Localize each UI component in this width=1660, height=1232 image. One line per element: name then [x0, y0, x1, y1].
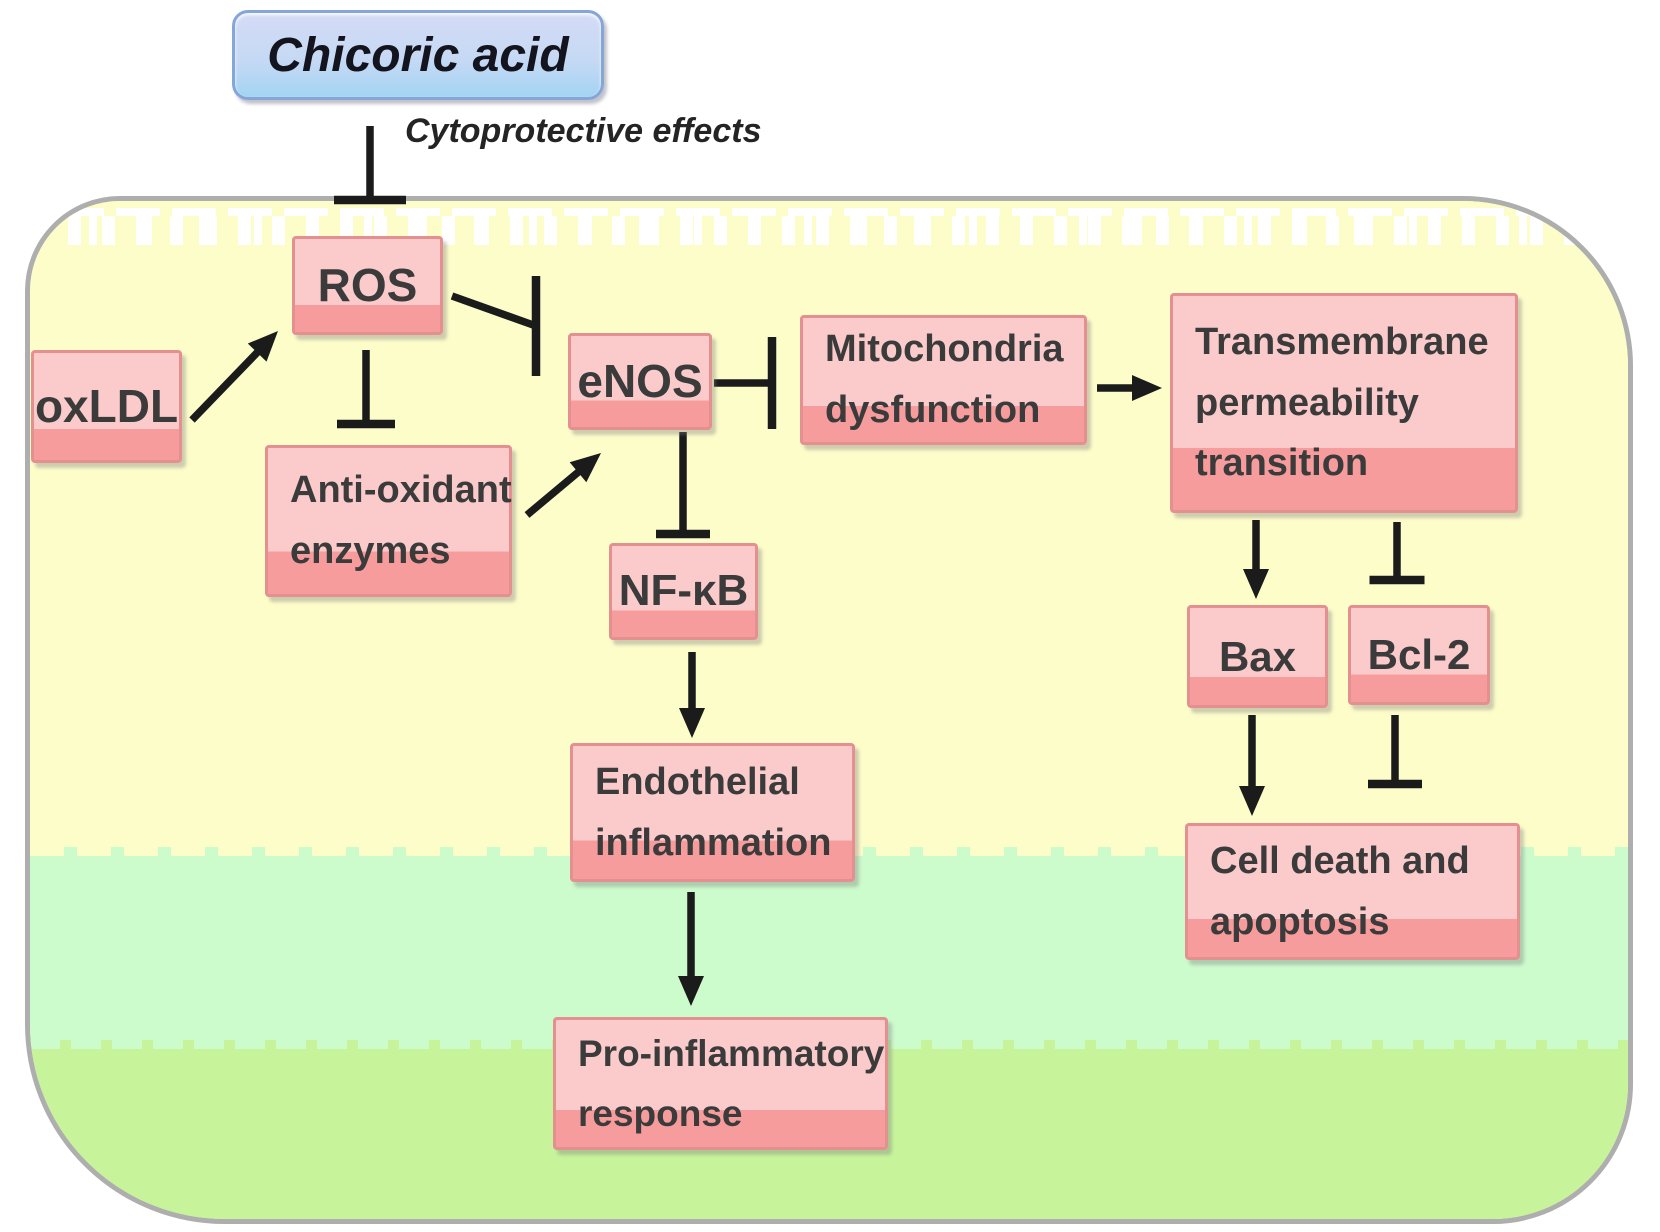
- node-endothelial-inflammation: Endothelial inflammation: [570, 743, 855, 882]
- edge-enos-inhibits-mitochondria: [714, 337, 777, 429]
- edge-chicoric-inhibits-cell: [334, 126, 406, 205]
- caption-text: Cytoprotective effects: [405, 112, 762, 150]
- node-pro-inflammatory-response: Pro-inflammatory response: [553, 1017, 888, 1150]
- edge-nfkb-activates-inflammation: [679, 652, 705, 738]
- node-label: Bcl-2: [1367, 631, 1471, 679]
- title-box: Chicoric acid: [232, 10, 604, 100]
- node-label: oxLDL: [34, 379, 179, 432]
- edge-enos-inhibits-nfkb: [656, 432, 710, 539]
- node-label: transition: [1195, 442, 1369, 485]
- node-label: Pro-inflammatory: [578, 1033, 885, 1075]
- node-label: dysfunction: [825, 389, 1041, 431]
- node-bcl2: Bcl-2: [1348, 605, 1490, 705]
- node-transmembrane-permeability-transition: Transmembrane permeability transition: [1170, 293, 1518, 513]
- node-label: Cell death and: [1210, 839, 1470, 882]
- node-label: ROS: [317, 258, 418, 311]
- node-label: eNOS: [577, 354, 703, 407]
- edge-inflammation-activates-response: [678, 892, 704, 1006]
- node-cell-death-apoptosis: Cell death and apoptosis: [1185, 823, 1520, 960]
- node-enos: eNOS: [568, 333, 712, 430]
- node-label: enzymes: [290, 530, 451, 572]
- node-label: Mitochondria: [825, 328, 1064, 371]
- node-label: NF-κB: [618, 566, 749, 616]
- edge-oxldl-activates-ros: [189, 331, 278, 423]
- node-label: Bax: [1218, 632, 1297, 680]
- edge-tpt-activates-bax: [1243, 520, 1269, 599]
- node-label: Anti-oxidant: [290, 469, 512, 512]
- node-mitochondria-dysfunction: Mitochondria dysfunction: [800, 315, 1087, 445]
- node-label: response: [578, 1092, 743, 1134]
- node-label: inflammation: [595, 821, 832, 864]
- node-label: apoptosis: [1210, 900, 1390, 943]
- edge-tpt-inhibits-bcl2: [1369, 522, 1425, 585]
- edge-bcl2-inhibits-celldeath: [1368, 715, 1422, 789]
- membrane-top-line: [60, 208, 1598, 216]
- node-label: Transmembrane: [1195, 320, 1489, 363]
- node-ros: ROS: [292, 236, 443, 335]
- edge-ros-inhibits-enos: [450, 276, 541, 376]
- node-label: permeability: [1195, 381, 1419, 424]
- edge-ros-inhibits-antioxidant: [337, 350, 395, 429]
- edge-bax-activates-celldeath: [1239, 715, 1265, 816]
- node-bax: Bax: [1187, 605, 1328, 708]
- edge-antioxidant-activates-enos: [524, 453, 601, 518]
- node-nfkb: NF-κB: [609, 543, 758, 640]
- node-antioxidant-enzymes: Anti-oxidant enzymes: [265, 445, 512, 597]
- edge-mitochondria-activates-tpt: [1097, 375, 1162, 401]
- node-label: Endothelial: [595, 760, 800, 803]
- title-label: Chicoric acid: [267, 28, 569, 82]
- node-oxldl: oxLDL: [31, 350, 182, 463]
